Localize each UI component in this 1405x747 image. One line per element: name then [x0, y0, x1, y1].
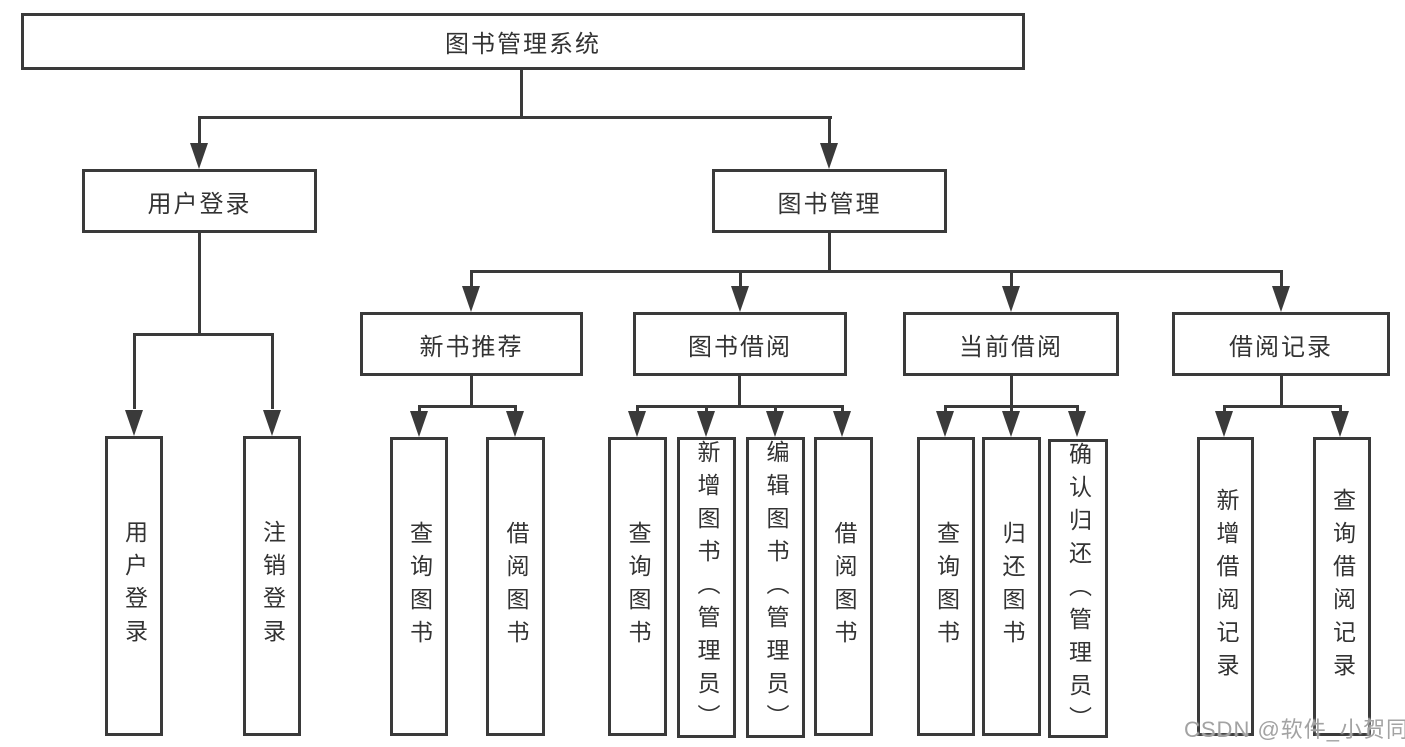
connector-stem-borrow-record	[1280, 270, 1283, 288]
connector-borrow-record-stem	[1280, 374, 1283, 408]
connector-book-borrow-rail	[636, 405, 844, 408]
arrow-down-icon	[1068, 411, 1086, 437]
connector-book-mgmt-stem	[828, 231, 831, 272]
connector-root-stem	[520, 68, 523, 118]
node-new-book-recommend: 新书推荐	[360, 312, 583, 376]
connector-stem-new-book	[470, 270, 473, 288]
arrow-down-icon	[820, 143, 838, 169]
leaf-query-book-1: 查询图书	[390, 437, 448, 736]
leaf-query-borrow-record: 查询借阅记录	[1313, 437, 1371, 736]
connector-user-login-rail	[133, 333, 274, 336]
leaf-label: 借阅图书	[503, 520, 529, 653]
connector-stem-book-borrow	[739, 270, 742, 288]
leaf-label: 借阅图书	[831, 520, 857, 653]
arrow-down-icon	[731, 286, 749, 312]
leaf-add-book-admin: 新增图书（管理员）	[677, 437, 736, 738]
leaf-label: 新增图书（管理员）	[694, 440, 720, 737]
leaf-add-borrow-record: 新增借阅记录	[1197, 437, 1254, 736]
leaf-label: 归还图书	[999, 520, 1025, 653]
connector-stem-current-borrow	[1010, 270, 1013, 288]
arrow-down-icon	[410, 411, 428, 437]
arrow-down-icon	[263, 410, 281, 436]
connector-user-login-stem	[198, 231, 201, 336]
leaf-label: 查询借阅记录	[1329, 487, 1356, 686]
connector-stem-user-login	[198, 116, 201, 146]
leaf-label: 查询图书	[406, 520, 433, 653]
connector-stem-leaf-login	[133, 333, 136, 409]
arrow-down-icon	[1272, 286, 1290, 312]
leaf-logout: 注销登录	[243, 436, 301, 736]
arrow-down-icon	[1215, 411, 1233, 437]
connector-new-book-rail	[418, 405, 517, 408]
connector-stem	[705, 405, 708, 415]
connector-level1-rail	[198, 116, 832, 119]
csdn-watermark: CSDN @软件_小贺同学	[1184, 717, 1405, 742]
leaf-confirm-return-admin: 确认归还（管理员）	[1048, 439, 1108, 739]
leaf-label: 注销登录	[259, 520, 286, 652]
connector-stem	[1339, 405, 1342, 415]
leaf-query-book-3: 查询图书	[917, 437, 975, 736]
connector-stem-leaf-logout	[271, 333, 274, 409]
connector-level2-rail	[470, 270, 1282, 273]
leaf-label: 新增借阅记录	[1213, 487, 1239, 686]
arrow-down-icon	[697, 411, 715, 437]
arrow-down-icon	[1002, 286, 1020, 312]
leaf-return-book: 归还图书	[982, 437, 1041, 736]
leaf-query-book-2: 查询图书	[608, 437, 667, 736]
arrow-down-icon	[506, 411, 524, 437]
arrow-down-icon	[462, 286, 480, 312]
node-book-borrow: 图书借阅	[633, 312, 847, 376]
connector-stem	[1076, 405, 1079, 415]
connector-stem	[774, 405, 777, 415]
arrow-down-icon	[936, 411, 954, 437]
leaf-user-login: 用户登录	[105, 436, 163, 736]
leaf-label: 编辑图书（管理员）	[763, 440, 789, 737]
connector-stem-book-management	[828, 116, 831, 146]
leaf-label: 确认归还（管理员）	[1065, 442, 1092, 739]
connector-stem	[944, 405, 947, 415]
node-current-borrow: 当前借阅	[903, 312, 1119, 376]
node-book-management: 图书管理	[712, 169, 947, 233]
leaf-edit-book-admin: 编辑图书（管理员）	[746, 437, 805, 738]
arrow-down-icon	[1331, 411, 1349, 437]
arrow-down-icon	[766, 411, 784, 437]
connector-stem	[514, 405, 517, 415]
node-root-library-system: 图书管理系统	[21, 13, 1025, 70]
connector-stem	[636, 405, 639, 415]
node-user-login: 用户登录	[82, 169, 317, 233]
connector-stem	[418, 405, 421, 415]
connector-book-borrow-stem	[738, 374, 741, 408]
arrow-down-icon	[125, 410, 143, 436]
leaf-label: 查询图书	[933, 520, 960, 653]
leaf-borrow-book-2: 借阅图书	[814, 437, 873, 736]
arrow-down-icon	[833, 411, 851, 437]
connector-stem	[841, 405, 844, 415]
connector-new-book-stem	[470, 374, 473, 408]
connector-borrow-record-rail	[1223, 405, 1342, 408]
connector-stem	[1010, 405, 1013, 415]
connector-stem	[1223, 405, 1226, 415]
arrow-down-icon	[1002, 411, 1020, 437]
leaf-label: 用户登录	[121, 520, 148, 652]
leaf-label: 查询图书	[625, 520, 651, 653]
leaf-borrow-book-1: 借阅图书	[486, 437, 545, 736]
connector-current-borrow-stem	[1010, 374, 1013, 408]
arrow-down-icon	[190, 143, 208, 169]
node-borrow-record: 借阅记录	[1172, 312, 1390, 376]
arrow-down-icon	[628, 411, 646, 437]
